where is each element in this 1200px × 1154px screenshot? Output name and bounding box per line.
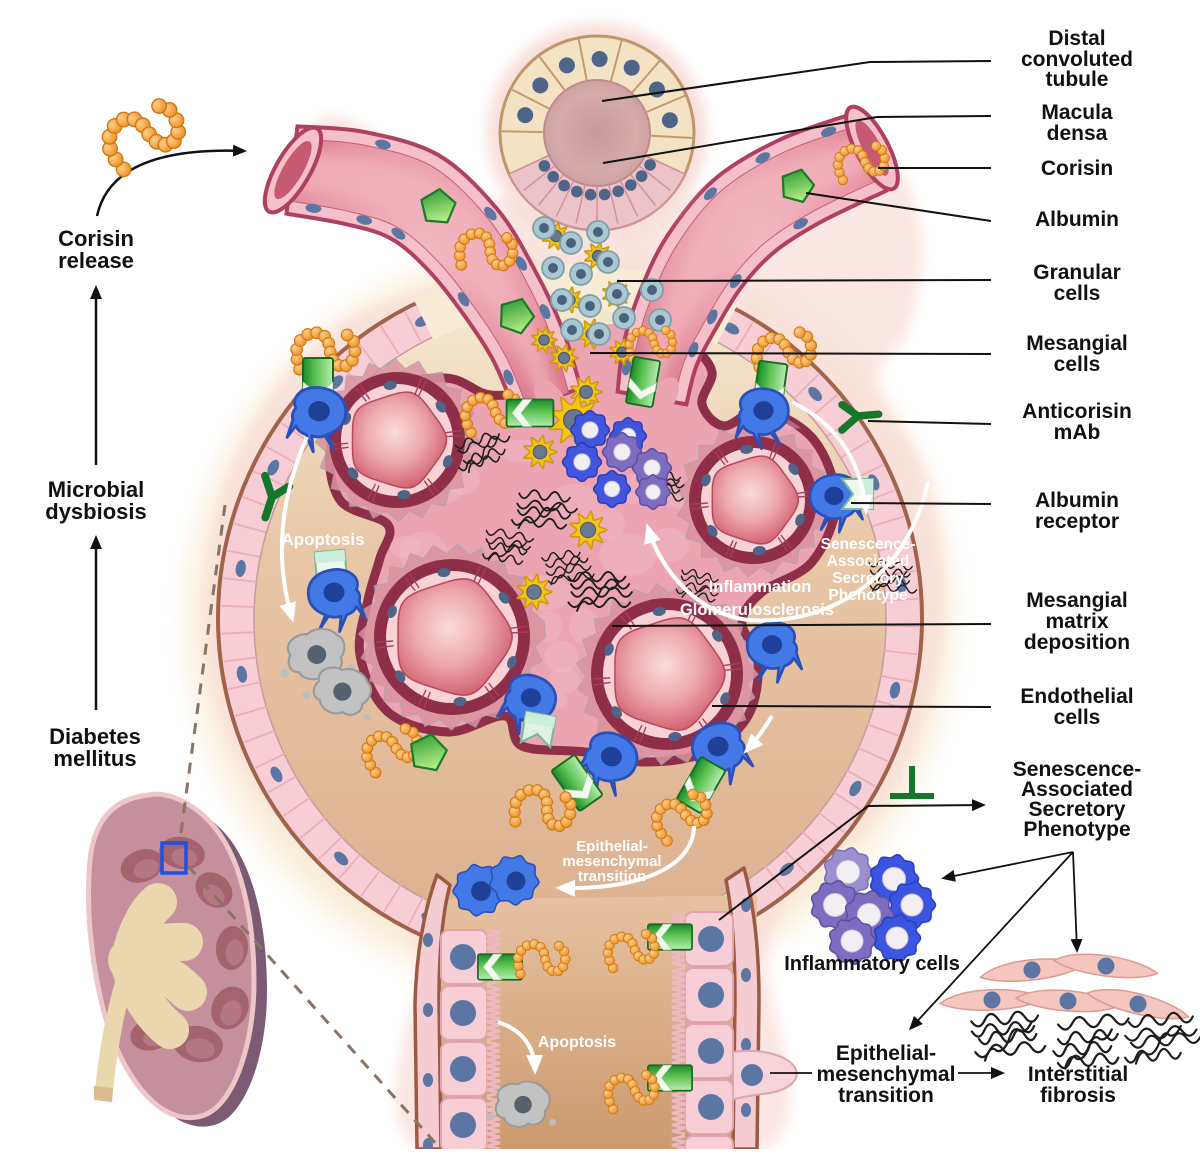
svg-text:Endothelial: Endothelial — [1020, 685, 1133, 708]
svg-text:mesenchymal: mesenchymal — [817, 1063, 956, 1086]
svg-text:cells: cells — [1054, 282, 1101, 305]
svg-text:Associated: Associated — [827, 553, 910, 570]
svg-text:dysbiosis: dysbiosis — [45, 499, 146, 524]
svg-text:Epithelial-: Epithelial- — [836, 1042, 936, 1065]
svg-text:Phenotype: Phenotype — [1023, 818, 1130, 841]
svg-text:Mesangial: Mesangial — [1026, 332, 1128, 355]
svg-text:Interstitial: Interstitial — [1028, 1063, 1128, 1086]
svg-text:Secretory: Secretory — [1029, 798, 1126, 821]
svg-text:transition: transition — [578, 868, 646, 885]
svg-text:Mesangial: Mesangial — [1026, 589, 1128, 612]
svg-text:Senescence-: Senescence- — [821, 536, 916, 553]
svg-text:mesenchymal: mesenchymal — [562, 853, 661, 870]
svg-text:Inflammatory cells: Inflammatory cells — [784, 953, 960, 975]
svg-text:receptor: receptor — [1035, 510, 1119, 533]
svg-text:convoluted: convoluted — [1021, 48, 1133, 71]
svg-text:mAb: mAb — [1054, 421, 1101, 444]
svg-text:densa: densa — [1047, 122, 1108, 145]
svg-text:Inflammation: Inflammation — [709, 578, 812, 596]
svg-text:release: release — [58, 248, 134, 273]
svg-text:Anticorisin: Anticorisin — [1022, 400, 1132, 423]
svg-text:Corisin: Corisin — [58, 226, 134, 251]
svg-text:Apoptosis: Apoptosis — [281, 530, 364, 549]
svg-text:Associated: Associated — [1021, 778, 1133, 801]
svg-text:Macula: Macula — [1041, 101, 1113, 124]
svg-text:Distal: Distal — [1048, 27, 1105, 50]
svg-text:transition: transition — [838, 1084, 934, 1107]
svg-text:Microbial: Microbial — [48, 477, 145, 502]
svg-text:mellitus: mellitus — [53, 746, 136, 771]
svg-text:fibrosis: fibrosis — [1040, 1084, 1116, 1107]
svg-text:Diabetes: Diabetes — [49, 724, 141, 749]
svg-text:Granular: Granular — [1033, 261, 1121, 284]
svg-text:Albumin: Albumin — [1035, 489, 1119, 512]
svg-text:Glomerulosclerosis: Glomerulosclerosis — [680, 601, 834, 619]
svg-text:cells: cells — [1054, 706, 1101, 729]
svg-text:Phenotype: Phenotype — [828, 587, 908, 604]
svg-text:Senescence-: Senescence- — [1013, 758, 1141, 781]
svg-text:deposition: deposition — [1024, 631, 1130, 654]
svg-text:cells: cells — [1054, 353, 1101, 376]
svg-text:tubule: tubule — [1046, 68, 1109, 91]
svg-text:Albumin: Albumin — [1035, 208, 1119, 231]
svg-text:Epithelial-: Epithelial- — [576, 838, 648, 855]
svg-text:Corisin: Corisin — [1041, 157, 1113, 180]
svg-text:Apoptosis: Apoptosis — [538, 1034, 616, 1051]
svg-text:Secretory: Secretory — [832, 570, 904, 587]
svg-text:matrix: matrix — [1045, 610, 1108, 633]
